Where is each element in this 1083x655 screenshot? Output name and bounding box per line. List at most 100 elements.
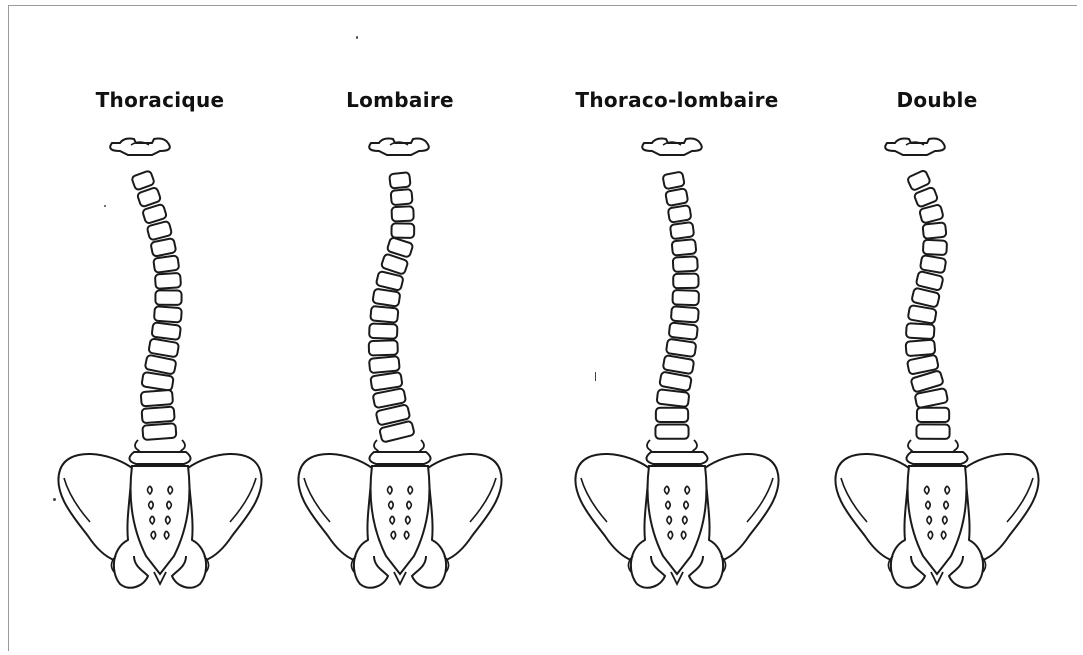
vertebra	[155, 290, 181, 304]
vertebra-body	[141, 390, 173, 407]
vertebra-body	[369, 356, 400, 373]
vertebra-body	[154, 306, 182, 322]
spine-lombaire-figure	[275, 0, 525, 655]
vertebra-body	[369, 324, 397, 339]
vertebra-body	[141, 372, 173, 391]
vertebra-body	[142, 407, 175, 424]
vertebra	[906, 340, 936, 357]
vertebra-body	[142, 423, 176, 440]
vertebra-body	[391, 189, 413, 205]
vertebra-body	[673, 256, 698, 272]
vertebra	[372, 289, 400, 307]
vertebra-body	[369, 340, 398, 355]
spine-thoraco-lombaire-figure	[552, 0, 802, 655]
sacrum	[908, 466, 967, 574]
spine-thoracique-figure	[35, 0, 285, 655]
sacrum	[371, 466, 430, 574]
vertebra	[671, 306, 699, 322]
vertebra-body	[155, 273, 181, 289]
vertebra	[142, 407, 175, 424]
vertebra-body	[670, 222, 694, 239]
l5-vertebra	[369, 452, 430, 464]
vertebra	[672, 290, 699, 305]
vertebra	[141, 372, 173, 391]
vertebra	[657, 389, 690, 407]
vertebra-body	[672, 239, 697, 256]
vertebra-body	[659, 372, 692, 392]
vertebra-body	[916, 424, 949, 438]
vertebra	[155, 273, 181, 289]
vertebra	[923, 240, 947, 255]
vertebra-body	[147, 221, 173, 241]
vertebra	[916, 271, 944, 291]
vertebra-body	[669, 322, 698, 339]
vertebra-body	[657, 389, 690, 407]
vertebra	[655, 424, 688, 438]
vertebra	[662, 171, 684, 189]
vertebra-body	[370, 372, 402, 391]
vertebra-body	[389, 172, 410, 188]
speck	[104, 205, 106, 207]
vertebra-body	[917, 408, 949, 422]
speck	[53, 498, 56, 501]
vertebra	[369, 324, 397, 339]
vertebra-body	[668, 205, 692, 223]
vertebra-body	[663, 355, 695, 374]
vertebra-body	[131, 170, 155, 190]
vertebra	[665, 188, 688, 206]
vertebra	[917, 408, 949, 422]
vertebra	[142, 423, 176, 440]
vertebra	[663, 355, 695, 374]
vertebra	[908, 305, 937, 324]
vertebra-body	[672, 290, 699, 305]
vertebra	[673, 274, 698, 289]
vertebra-body	[906, 340, 936, 357]
panel-thoraco-lombaire: Thoraco-lombaire	[552, 0, 802, 655]
vertebra	[916, 424, 949, 438]
l5-vertebra	[906, 452, 967, 464]
vertebra	[131, 170, 155, 190]
vertebra	[369, 340, 398, 355]
sacrum	[648, 466, 707, 574]
vertebra-body	[673, 274, 698, 289]
atlas-vertebra	[110, 139, 170, 156]
vertebra	[150, 238, 176, 257]
speck	[356, 36, 358, 39]
vertebra	[148, 338, 179, 357]
vertebra-body	[908, 305, 937, 324]
vertebra	[668, 205, 692, 223]
vertebra	[666, 339, 697, 357]
vertebra-body	[665, 188, 688, 206]
vertebra-body	[153, 255, 179, 273]
vertebra-body	[906, 323, 935, 339]
vertebra-body	[655, 424, 688, 438]
vertebra	[389, 172, 410, 188]
vertebra-body	[671, 306, 699, 322]
vertebra	[670, 222, 694, 239]
vertebra	[141, 390, 173, 407]
vertebra-body	[923, 240, 947, 255]
l5-vertebra	[129, 452, 190, 464]
atlas-vertebra	[885, 139, 945, 156]
panel-lombaire: Lombaire	[275, 0, 525, 655]
atlas-vertebra	[369, 139, 429, 156]
vertebra	[669, 322, 698, 339]
vertebra-body	[148, 338, 179, 357]
vertebra	[370, 372, 402, 391]
vertebra-body	[916, 271, 944, 291]
vertebra-body	[920, 255, 946, 273]
panel-double: Double	[812, 0, 1062, 655]
vertebra	[906, 323, 935, 339]
vertebra-body	[150, 238, 176, 257]
vertebra-body	[666, 339, 697, 357]
speck	[595, 372, 596, 381]
vertebra-body	[656, 408, 688, 422]
vertebra	[370, 306, 398, 323]
spine-double-figure	[812, 0, 1062, 655]
vertebra-body	[145, 355, 177, 375]
vertebra-body	[155, 290, 181, 304]
vertebra	[922, 222, 946, 239]
vertebra	[152, 322, 181, 340]
vertebra-body	[391, 223, 414, 238]
vertebra	[391, 189, 413, 205]
